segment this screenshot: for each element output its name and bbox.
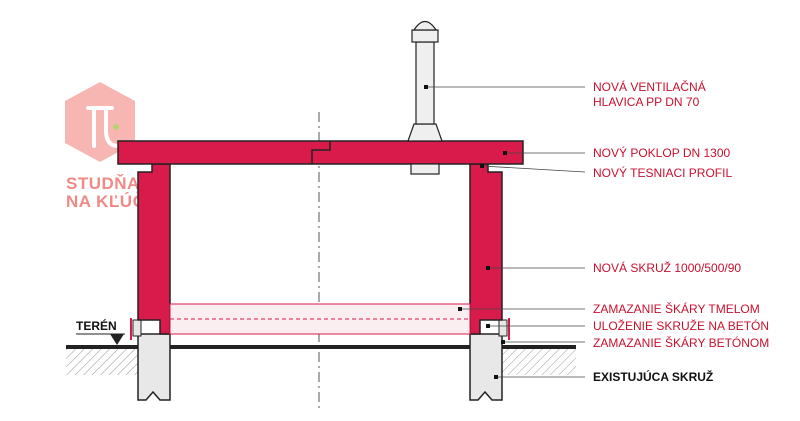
label-vent-line2: HLAVICA PP DN 70 [593, 95, 700, 109]
logo-dot-icon [113, 124, 119, 130]
leader-lines [424, 85, 586, 379]
logo-line2: NA KĽÚČ [66, 192, 145, 211]
label-joint-putty: ZAMAZANIE ŠKÁRY TMELOM [593, 301, 760, 316]
label-vent-line1: NOVÁ VENTILAČNÁ [593, 79, 706, 94]
ventilation-head [407, 20, 443, 175]
label-ring-on-concrete: ULOŽENIE SKRUŽE NA BETÓN [593, 318, 769, 333]
label-terrain: TERÉN [76, 318, 117, 333]
label-seal-profile: NOVÝ TESNIACI PROFIL [593, 165, 732, 180]
label-joint-concrete: ZAMAZANIE ŠKÁRY BETÓNOM [593, 335, 769, 350]
joint-concrete [130, 318, 510, 340]
label-new-ring: NOVÁ SKRUŽ 1000/500/90 [593, 260, 741, 275]
label-cover: NOVÝ POKLOP DN 1300 [593, 145, 731, 160]
logo-line1: STUDŇA [66, 174, 140, 193]
logo-well-icon [86, 106, 120, 148]
terrain-marker-icon [110, 334, 124, 345]
label-existing-ring: EXISTUJÚCA SKRUŽ [593, 369, 713, 384]
cover-slab [117, 140, 524, 165]
terrain [66, 345, 576, 375]
existing-ring [137, 333, 503, 401]
